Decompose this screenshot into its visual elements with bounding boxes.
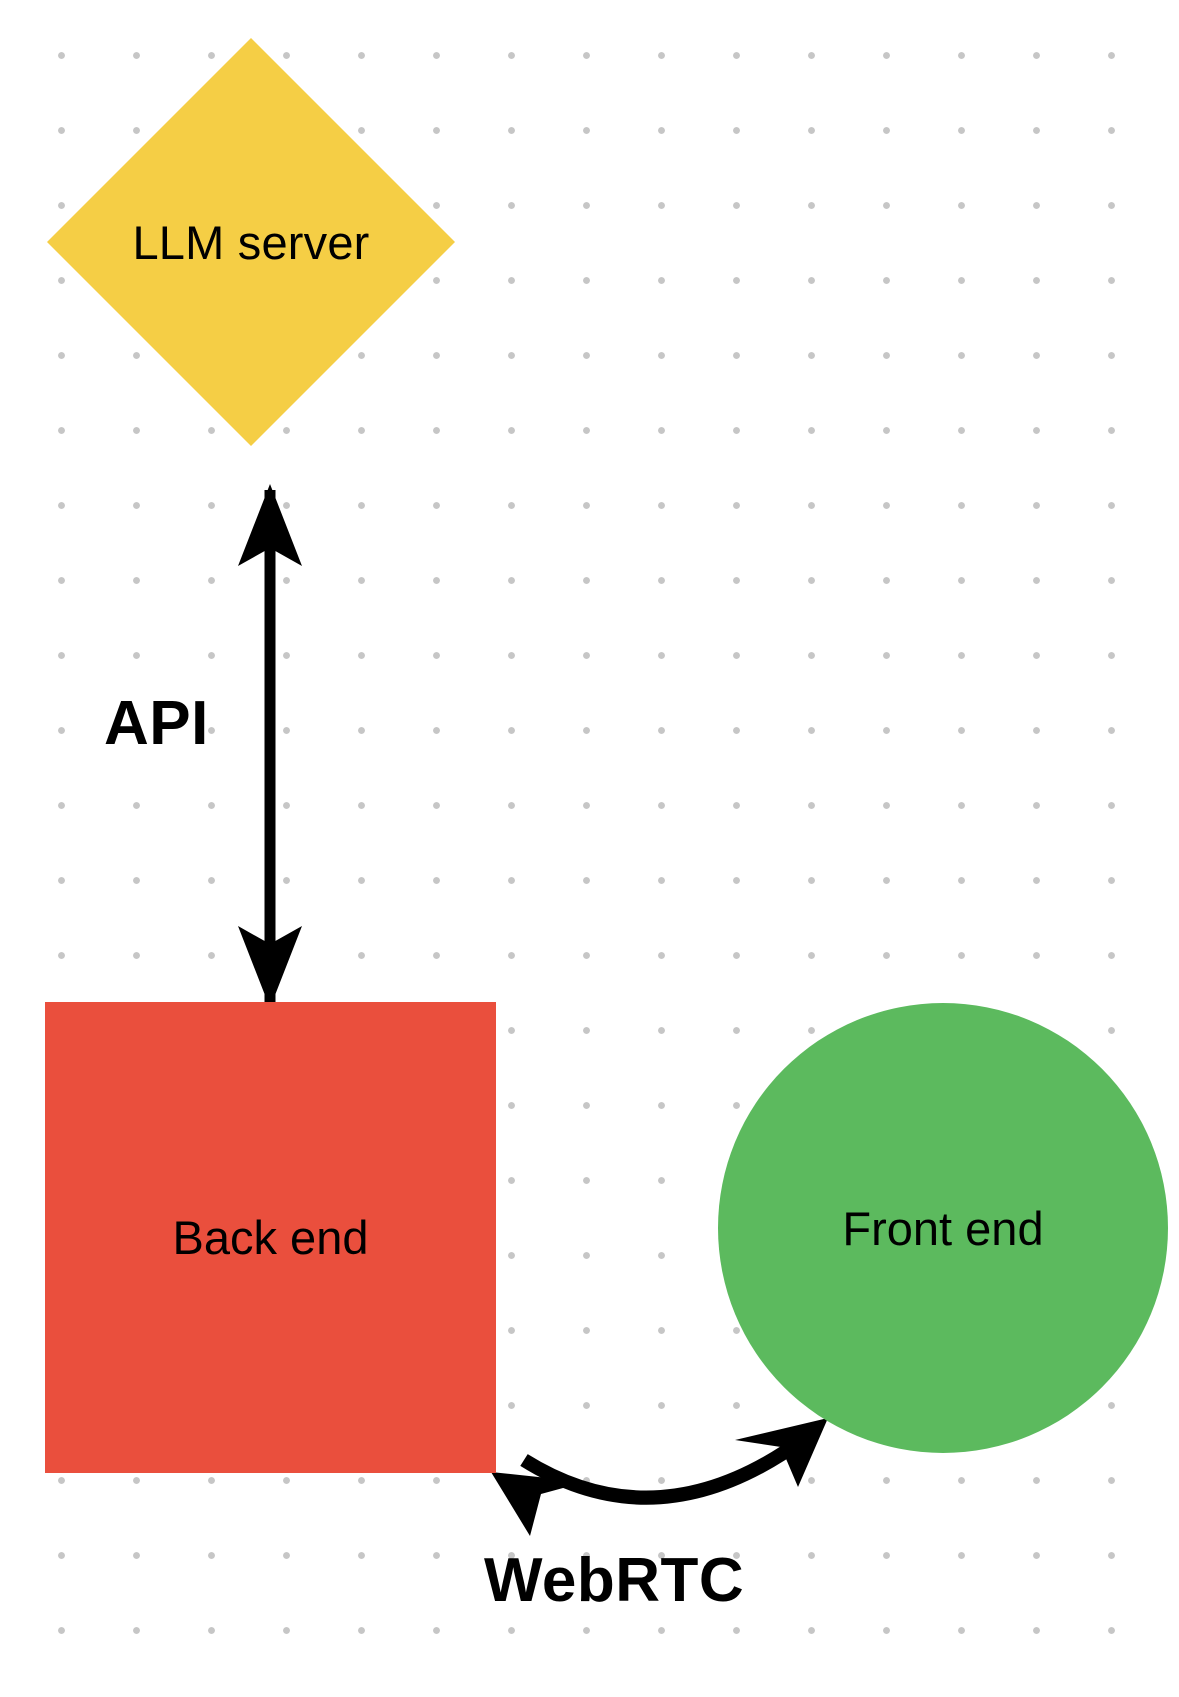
edge-label-api: API (104, 689, 209, 758)
circle-shape (718, 1003, 1168, 1453)
edge-label-webrtc: WebRTC (484, 1546, 745, 1615)
node-back-end[interactable]: Back end (45, 1002, 496, 1473)
square-shape (45, 1002, 496, 1473)
node-label-back-end: Back end (172, 1211, 369, 1264)
node-llm-server[interactable]: LLM server (47, 38, 455, 446)
api-connector (238, 484, 302, 1008)
node-front-end[interactable]: Front end (718, 1003, 1168, 1453)
node-label-front-end: Front end (842, 1201, 1044, 1255)
node-label-llm-server: LLM server (132, 215, 370, 269)
